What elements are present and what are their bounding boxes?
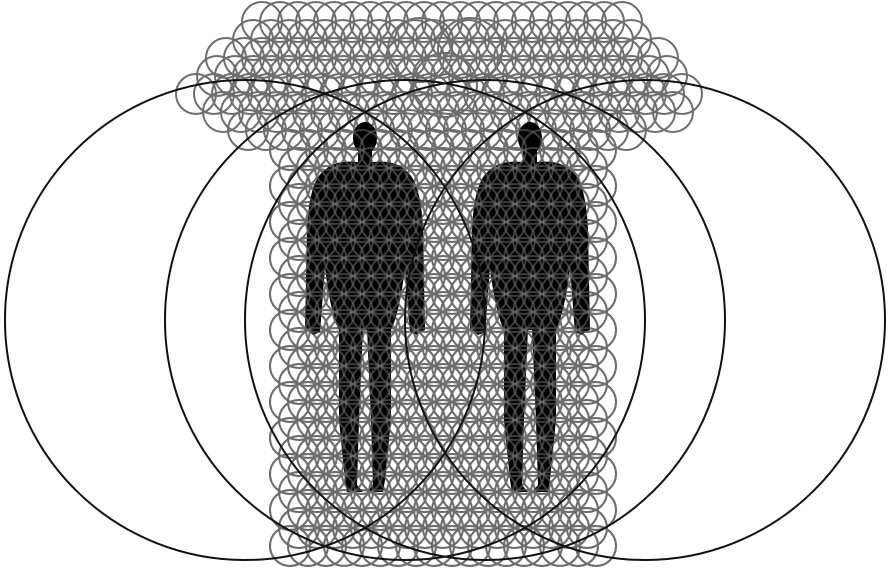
circle-lattice (176, 2, 702, 566)
